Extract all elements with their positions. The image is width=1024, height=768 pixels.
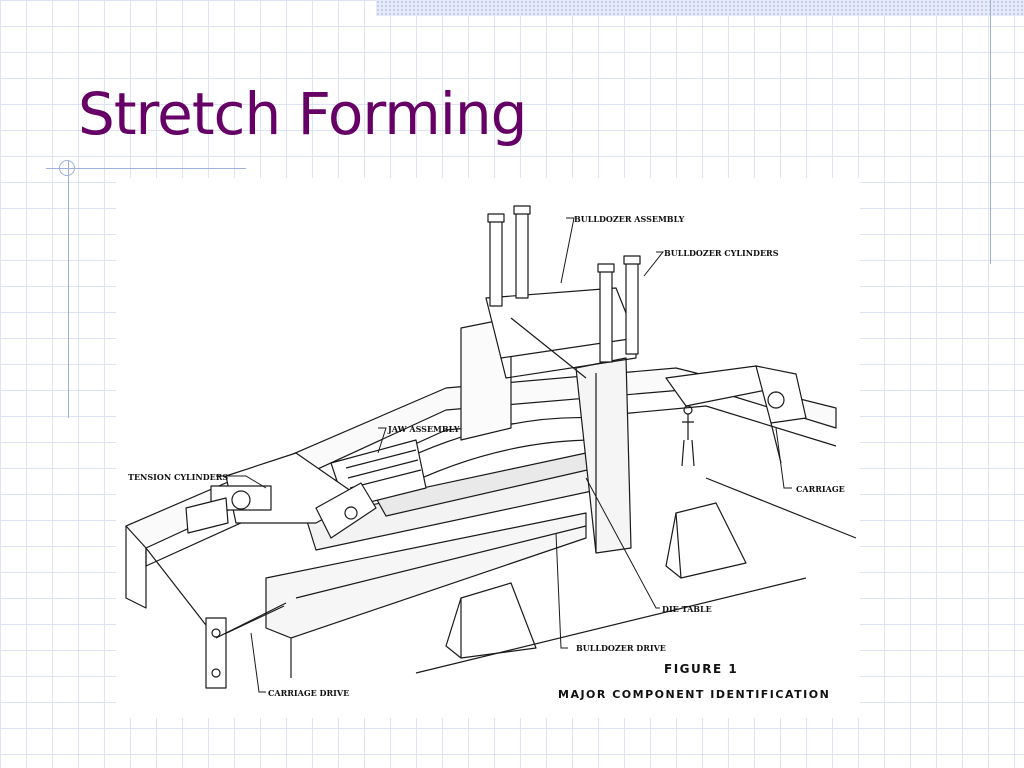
header-dotted-band <box>376 0 1024 16</box>
label-bulldozer-drive: BULLDOZER DRIVE <box>576 643 666 653</box>
label-carriage-drive: CARRIAGE DRIVE <box>268 688 350 698</box>
label-bulldozer-cylinders: BULLDOZER CYLINDERS <box>664 248 779 258</box>
label-die-table: DIE TABLE <box>662 604 712 614</box>
decorative-vertical-rule-left <box>68 160 69 418</box>
slide-title: Stretch Forming <box>78 80 527 148</box>
label-jaw-assembly: JAW ASSEMBLY <box>388 424 460 434</box>
decorative-vertical-rule-right <box>990 0 991 264</box>
label-tension-cylinders: TENSION CYLINDERS <box>128 472 229 482</box>
figure-number: FIGURE 1 <box>664 662 739 676</box>
label-bulldozer-assembly: BULLDOZER ASSEMBLY <box>574 214 685 224</box>
title-rule-circle <box>59 160 75 176</box>
figure-caption: MAJOR COMPONENT IDENTIFICATION <box>558 688 831 701</box>
label-carriage: CARRIAGE <box>796 484 845 494</box>
title-underline-rule <box>46 168 246 169</box>
stretch-forming-diagram: BULLDOZER ASSEMBLY BULLDOZER CYLINDERS J… <box>116 178 860 718</box>
machine-line-drawing <box>125 205 857 693</box>
